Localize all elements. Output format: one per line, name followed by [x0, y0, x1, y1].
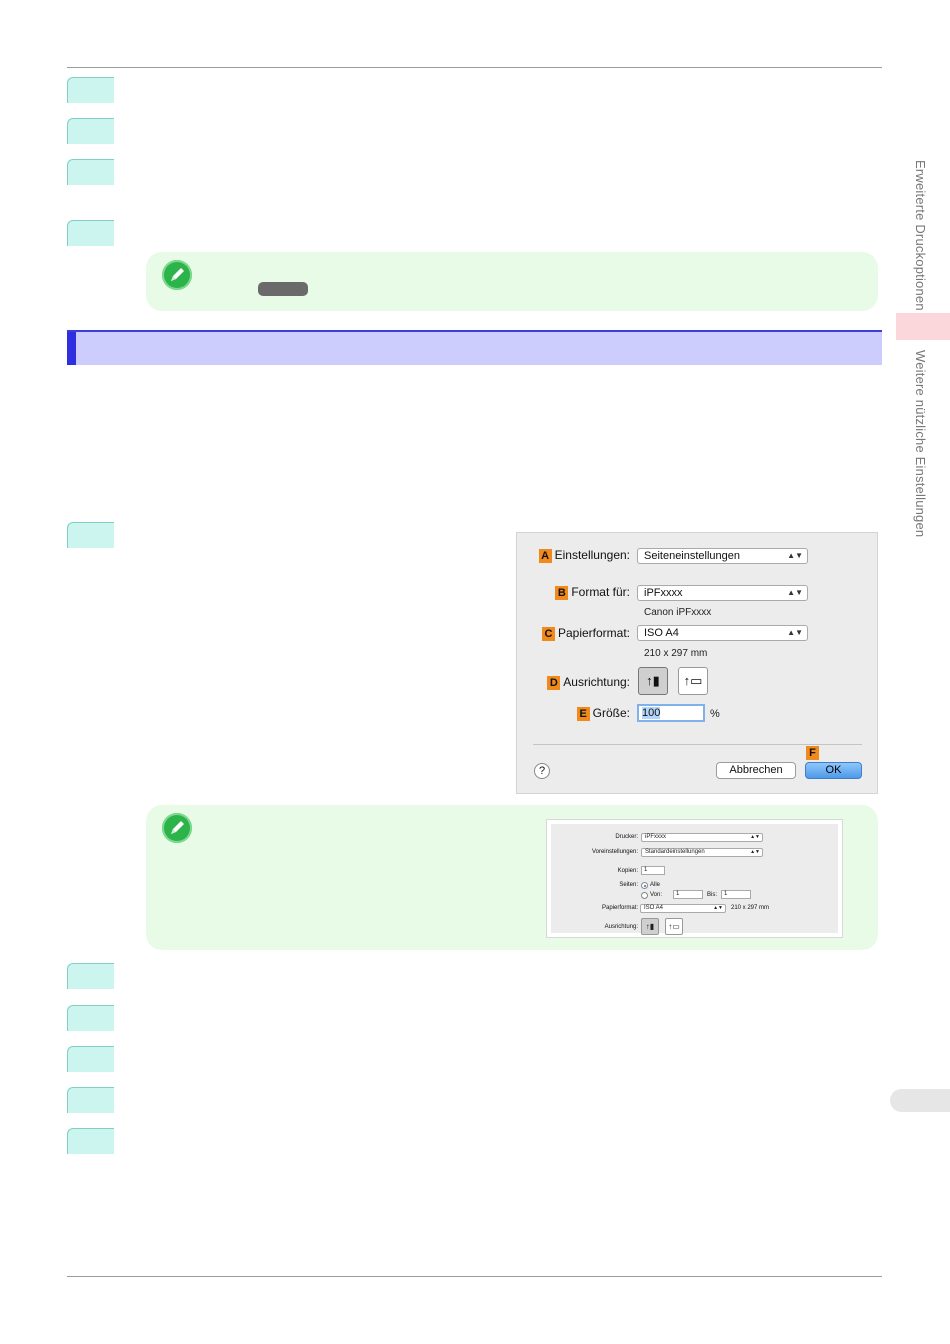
portrait-icon: ↑▮ — [646, 673, 660, 688]
mini-pages-label: Seiten: — [619, 882, 638, 888]
mini-paper-label: Papierformat: — [601, 905, 638, 911]
mini-pages-from-label: Von: — [650, 892, 663, 898]
help-button[interactable]: ? — [534, 763, 550, 779]
step-marker — [67, 522, 114, 548]
page-index-tab[interactable] — [890, 1089, 950, 1112]
mini-copies-label: Kopien: — [617, 868, 638, 874]
side-nav-active-tab — [896, 313, 950, 340]
mini-presets-label: Voreinstellungen: — [591, 849, 638, 855]
mini-paper-popup[interactable]: ISO A4▲▼ — [640, 904, 726, 913]
landscape-icon: ↑▭ — [668, 922, 680, 931]
note-box — [146, 252, 878, 311]
mini-presets-popup[interactable]: Standardeinstellungen▲▼ — [641, 848, 763, 857]
step-marker — [67, 159, 114, 185]
format-for-label: BiPFxxxxFormat für: — [555, 585, 630, 600]
step-marker — [67, 118, 114, 144]
print-dialog-thumbnail: Drucker: iPFxxxx▲▼ Voreinstellungen: Sta… — [546, 819, 843, 938]
mini-from-input[interactable]: 1 — [673, 890, 703, 899]
settings-popup[interactable]: Seiteneinstellungen▲▼ — [637, 548, 808, 564]
mini-copies-input[interactable]: 1 — [641, 866, 665, 875]
portrait-orientation-button[interactable]: ↑▮ — [638, 667, 668, 695]
step-marker — [67, 1005, 114, 1031]
updown-arrow-icon: ▲▼ — [787, 628, 803, 637]
badge-a: A — [538, 548, 552, 563]
side-nav-section-2[interactable]: Weitere nützliche Einstellungen — [913, 350, 928, 538]
landscape-icon: ↑▭ — [683, 673, 703, 688]
badge-d: D — [547, 675, 561, 690]
step-marker — [67, 1128, 114, 1154]
dialog-divider — [533, 744, 862, 745]
mini-to-label: Bis: — [707, 892, 718, 898]
mini-printer-label: Drucker: — [615, 834, 638, 840]
mini-to-input[interactable]: 1 — [721, 890, 751, 899]
pencil-note-icon — [162, 260, 192, 290]
cancel-button[interactable]: Abbrechen — [716, 762, 796, 779]
step-marker — [67, 963, 114, 989]
updown-arrow-icon: ▲▼ — [713, 905, 723, 911]
paper-size-text: 210 x 297 mm — [644, 648, 708, 659]
mini-landscape-button[interactable]: ↑▭ — [665, 918, 683, 935]
section-heading-bar — [67, 330, 882, 365]
side-nav-section-1[interactable]: Erweiterte Druckoptionen — [913, 160, 928, 311]
format-for-popup[interactable]: iPFxxxx▲▼ — [637, 585, 808, 601]
paper-format-popup[interactable]: ISO A4▲▼ — [637, 625, 808, 641]
mini-pages-all-radio[interactable] — [641, 882, 648, 889]
mini-pages-from-radio[interactable] — [641, 892, 648, 899]
step-marker — [67, 220, 114, 246]
step-marker — [67, 1046, 114, 1072]
section-heading-edge — [67, 332, 76, 365]
badge-e: E — [576, 706, 590, 721]
portrait-icon: ↑▮ — [645, 922, 655, 931]
mini-portrait-button[interactable]: ↑▮ — [641, 918, 659, 935]
step-marker — [67, 77, 114, 103]
updown-arrow-icon: ▲▼ — [750, 849, 760, 855]
footer-rule — [67, 1276, 882, 1277]
step-marker — [67, 1087, 114, 1113]
landscape-orientation-button[interactable]: ↑▭ — [678, 667, 708, 695]
header-rule — [67, 67, 882, 68]
badge-c: C — [541, 626, 555, 641]
mini-paper-size: 210 x 297 mm — [731, 905, 770, 911]
mini-printer-popup[interactable]: iPFxxxx▲▼ — [641, 833, 763, 842]
scale-unit: % — [710, 708, 720, 720]
ok-button[interactable]: OK — [805, 762, 862, 779]
scale-input[interactable]: 100 — [637, 704, 705, 722]
updown-arrow-icon: ▲▼ — [750, 834, 760, 840]
pencil-note-icon — [162, 813, 192, 843]
key-label-pill — [258, 282, 308, 296]
printer-model-text: Canon iPFxxxx — [644, 607, 712, 618]
updown-arrow-icon: ▲▼ — [787, 588, 803, 597]
updown-arrow-icon: ▲▼ — [787, 551, 803, 560]
mini-orientation-label: Ausrichtung: — [604, 924, 638, 930]
mini-pages-all-label: Alle — [650, 882, 661, 888]
badge-f: F — [806, 746, 819, 760]
badge-b: B — [555, 585, 569, 600]
